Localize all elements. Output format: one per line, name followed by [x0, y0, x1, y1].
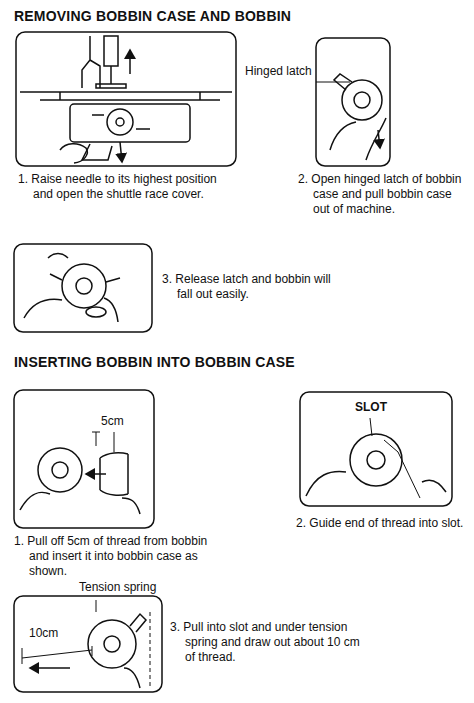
- step-caption: 1. Pull off 5cm of thread from bobbin an…: [14, 534, 224, 579]
- step-caption: 2. Open hinged latch of bobbin case and …: [298, 172, 470, 217]
- part-label: Hinged latch: [244, 64, 313, 78]
- step-caption: 3. Release latch and bobbin will fall ou…: [162, 272, 332, 302]
- part-label: SLOT: [354, 400, 388, 414]
- section-heading: INSERTING BOBBIN INTO BOBBIN CASE: [14, 354, 295, 370]
- step-caption: 1. Raise needle to its highest position …: [18, 172, 236, 202]
- dimension-label: 10cm: [28, 626, 59, 640]
- part-label: Tension spring: [78, 580, 157, 594]
- section-heading: REMOVING BOBBIN CASE AND BOBBIN: [14, 8, 291, 24]
- dimension-label: 5cm: [100, 414, 125, 428]
- step-caption: 3. Pull into slot and under tension spri…: [170, 620, 366, 665]
- step-caption: 2. Guide end of thread into slot.: [296, 516, 468, 531]
